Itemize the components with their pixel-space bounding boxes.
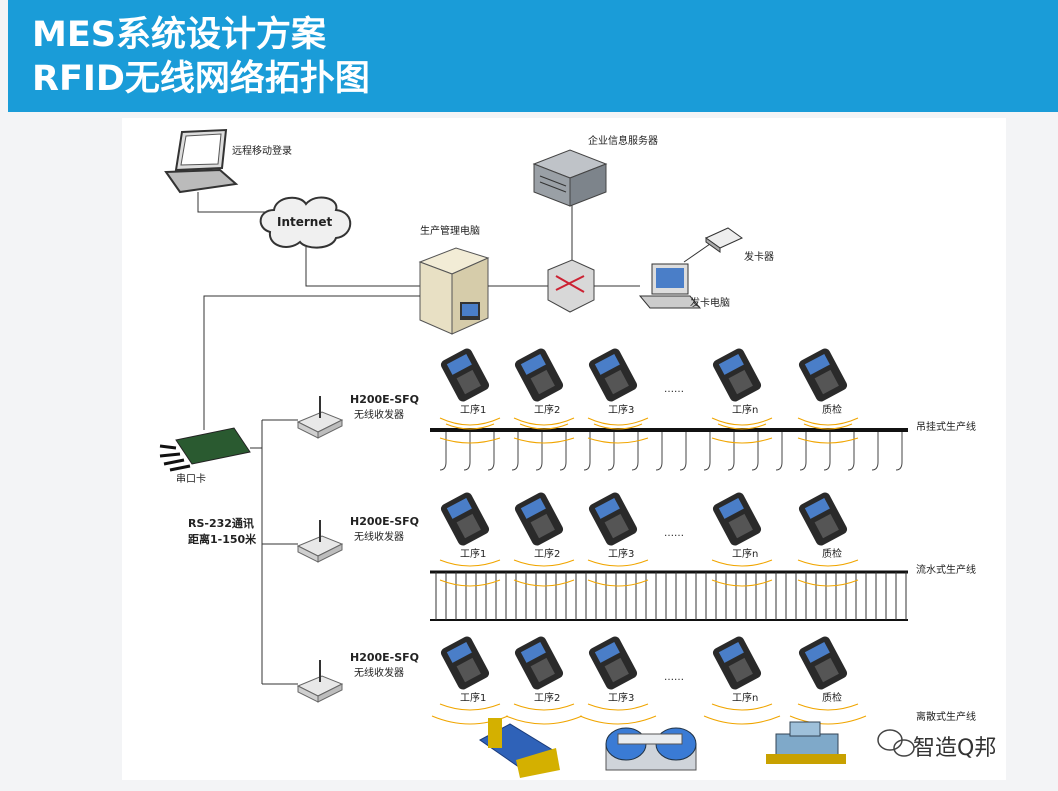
card-reader-icon bbox=[705, 227, 743, 253]
page-subtitle: RFID无线网络拓扑图 bbox=[32, 59, 370, 99]
header-bar: MES系统设计方案 RFID无线网络拓扑图 bbox=[8, 0, 1058, 112]
transceiver-model-3: H200E-SFQ bbox=[350, 651, 420, 664]
machine-icon-3 bbox=[766, 721, 846, 764]
ellipsis-label: …… bbox=[664, 672, 684, 683]
transceiver-label-1: 无线收发器 bbox=[354, 410, 404, 421]
card-issuer-label: 发卡器 bbox=[744, 252, 774, 263]
ellipsis-label: …… bbox=[664, 528, 684, 539]
card-pc-label: 发卡电脑 bbox=[690, 298, 730, 309]
internet-label: Internet bbox=[277, 215, 333, 229]
server-icon bbox=[532, 149, 608, 207]
production-pc-icon bbox=[418, 247, 490, 335]
station-label: 工序2 bbox=[534, 693, 561, 704]
watermark: 智造Q邦 bbox=[878, 728, 1028, 761]
transceiver-label-3: 无线收发器 bbox=[354, 668, 404, 679]
enterprise-server-label: 企业信息服务器 bbox=[588, 136, 658, 147]
hanging-line bbox=[430, 428, 908, 471]
line-label-hanging: 吊挂式生产线 bbox=[916, 422, 976, 433]
distance-label: 距离1-150米 bbox=[188, 533, 257, 546]
station-label: 工序1 bbox=[460, 549, 487, 560]
station-label: 工序2 bbox=[534, 405, 561, 416]
machine-icon-1 bbox=[479, 718, 560, 778]
station-label: 工序n bbox=[732, 405, 759, 416]
signal-arcs bbox=[431, 417, 867, 725]
internet-cloud-icon bbox=[259, 196, 352, 249]
station-label: 工序2 bbox=[534, 549, 561, 560]
station-label: 工序3 bbox=[608, 693, 635, 704]
page-title: MES系统设计方案 bbox=[32, 15, 326, 55]
transceiver-icon-1 bbox=[297, 395, 343, 439]
station-label: 质检 bbox=[822, 693, 842, 704]
serial-card-icon bbox=[159, 427, 251, 472]
switch-icon bbox=[547, 259, 595, 313]
row3-readers bbox=[439, 634, 849, 692]
production-pc-label: 生产管理电脑 bbox=[420, 226, 480, 237]
wechat-icon bbox=[877, 729, 915, 757]
row1-readers bbox=[439, 346, 849, 404]
transceiver-model-2: H200E-SFQ bbox=[350, 515, 420, 528]
conveyor-line bbox=[430, 570, 908, 621]
row2-readers bbox=[439, 490, 849, 548]
rs232-label: RS-232通讯 bbox=[188, 517, 254, 530]
transceiver-icon-3 bbox=[297, 659, 343, 703]
station-label: 工序1 bbox=[460, 405, 487, 416]
line-label-conveyor: 流水式生产线 bbox=[916, 565, 976, 576]
ellipsis-label: …… bbox=[664, 384, 684, 395]
transceiver-label-2: 无线收发器 bbox=[354, 532, 404, 543]
station-label: 工序n bbox=[732, 693, 759, 704]
card-pc-icon bbox=[638, 263, 702, 309]
transceiver-model-1: H200E-SFQ bbox=[350, 393, 420, 406]
station-label: 工序3 bbox=[608, 405, 635, 416]
station-label: 工序n bbox=[732, 549, 759, 560]
watermark-text: 智造Q邦 bbox=[913, 736, 997, 761]
machine-icon-2 bbox=[605, 727, 697, 771]
transceiver-icon-2 bbox=[297, 519, 343, 563]
station-label: 工序1 bbox=[460, 693, 487, 704]
station-label: 质检 bbox=[822, 405, 842, 416]
station-label: 质检 bbox=[822, 549, 842, 560]
line-label-discrete: 离散式生产线 bbox=[916, 712, 976, 723]
remote-login-label: 远程移动登录 bbox=[232, 146, 292, 157]
station-label: 工序3 bbox=[608, 549, 635, 560]
laptop-icon bbox=[164, 128, 239, 194]
serial-card-label: 串口卡 bbox=[176, 474, 206, 485]
